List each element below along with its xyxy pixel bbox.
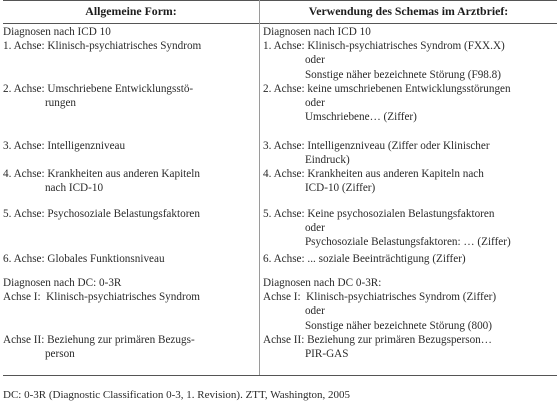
cell-line: Umschriebene… (Ziffer): [263, 111, 417, 124]
table-cell-left: 5. Achse: Psychosoziale Belastungsfaktor…: [3, 207, 200, 221]
table-cell-right: Achse II: Beziehung zur primären Bezugsp…: [263, 333, 492, 361]
table-cell-right: 5. Achse: Keine psychosozialen Belastung…: [263, 207, 511, 250]
table-cell-right: Diagnosen nach DC 0-3R: Achse I: Klinisch…: [263, 276, 496, 333]
bottom-rule: [3, 375, 557, 376]
table-cell-left: 2. Achse: Umschriebene Entwicklungsstö- …: [3, 82, 193, 110]
cell-line: 2. Achse: Umschriebene Entwicklungsstö-: [3, 83, 194, 95]
cell-line: 6. Achse: Globales Funktionsniveau: [3, 253, 165, 265]
cell-line: 5. Achse: Keine psychosozialen Belastung…: [263, 208, 495, 220]
cell-line: Diagnosen nach ICD 10: [263, 26, 371, 38]
cell-line: ICD-10 (Ziffer): [263, 182, 376, 195]
column-divider: [259, 0, 260, 375]
table-cell-left: 4. Achse: Krankheiten aus anderen Kapite…: [3, 167, 200, 195]
cell-line: rungen: [3, 97, 77, 110]
cell-line: 1. Achse: Klinisch-psychiatrisches Syndr…: [3, 40, 202, 53]
table-cell-right: 6. Achse: ... soziale Beeinträchtigung (…: [263, 252, 466, 266]
table-cell-right: 2. Achse: keine umschriebenen Entwicklun…: [263, 82, 511, 125]
cell-line: 5. Achse: Psychosoziale Belastungsfaktor…: [3, 208, 200, 220]
header-left: Allgemeine Form:: [85, 4, 177, 18]
cell-line: 3. Achse: Intelligenzniveau: [3, 140, 126, 152]
cell-line: 2. Achse: keine umschriebenen Entwicklun…: [263, 83, 511, 95]
table-cell-left: Diagnosen nach DC: 0-3R Achse I: Klinisch…: [3, 276, 200, 304]
table-cell-left: 3. Achse: Intelligenzniveau: [3, 139, 125, 153]
cell-line: 1. Achse: Klinisch-psychiatrisches Syndr…: [263, 40, 505, 53]
cell-line: Diagnosen nach DC: 0-3R: [3, 277, 122, 289]
cell-line: nach ICD-10: [3, 182, 104, 195]
table-cell-right: 4. Achse: Krankheiten aus anderen Kapite…: [263, 167, 484, 195]
cell-line: oder: [263, 97, 325, 110]
cell-line: oder: [263, 54, 325, 67]
cell-line: 6. Achse: ... soziale Beeinträchtigung (…: [263, 253, 466, 265]
cell-line: person: [3, 348, 75, 361]
top-rule: [3, 0, 557, 1]
cell-line: Sonstige näher bezeichnete Störung (F98.…: [263, 68, 501, 81]
cell-line: Diagnosen nach ICD 10: [3, 26, 111, 38]
table-cell-left: Achse II: Beziehung zur primären Bezugs-…: [3, 333, 195, 361]
table-cell-left: 6. Achse: Globales Funktionsniveau: [3, 252, 165, 266]
cell-line: Psychosoziale Belastungsfaktoren: … (Zif…: [263, 236, 511, 249]
table-cell-right: 3. Achse: Intelligenzniveau (Ziffer oder…: [263, 139, 490, 167]
cell-line: Achse I: Klinisch-psychiatrisches Syndro…: [263, 291, 497, 304]
cell-line: 4. Achse: Krankheiten aus anderen Kapite…: [3, 168, 200, 180]
cell-line: oder: [263, 305, 325, 318]
cell-line: oder: [263, 222, 325, 235]
cell-line: PIR-GAS: [263, 348, 349, 361]
header-rule: [3, 23, 557, 24]
cell-line: Diagnosen nach DC 0-3R:: [263, 277, 382, 289]
cell-line: 4. Achse: Krankheiten aus anderen Kapite…: [263, 168, 484, 180]
table-cell-right: Diagnosen nach ICD 10 1. Achse: Klinisch-…: [263, 25, 505, 82]
cell-line: 3. Achse: Intelligenzniveau (Ziffer oder…: [263, 140, 490, 152]
header-right: Verwendung des Schemas im Arztbrief:: [308, 4, 509, 18]
footnote: DC: 0-3R (Diagnostic Classification 0-3,…: [3, 389, 351, 401]
cell-line: Achse I: Klinisch-psychiatrisches Syndro…: [3, 291, 200, 304]
cell-line: Achse II: Beziehung zur primären Bezugs-: [3, 334, 195, 346]
cell-line: Achse II: Beziehung zur primären Bezugsp…: [263, 334, 492, 346]
cell-line: Eindruck): [263, 154, 350, 167]
cell-line: Sonstige näher bezeichnete Störung (800): [263, 319, 492, 332]
table-cell-left: Diagnosen nach ICD 10 1. Achse: Klinisch-…: [3, 25, 201, 53]
